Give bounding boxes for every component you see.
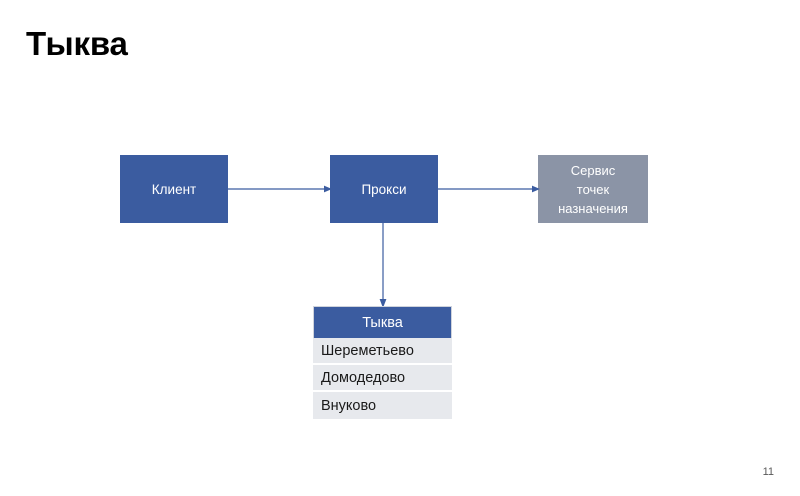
arrow-proxy-to-destination-service-icon [438,181,540,197]
diagram-node-client: Клиент [120,155,228,223]
table-row: Шереметьево [313,338,452,365]
table-row: Внуково [313,392,452,419]
page-number: 11 [762,466,774,478]
arrow-client-to-proxy-icon [228,181,332,197]
arrow-proxy-to-lookup-table-icon [375,222,391,308]
diagram-node-destination-service: Сервис точек назначения [538,155,648,223]
lookup-table: Тыква Шереметьево Домодедово Внуково [313,306,452,419]
diagram-node-proxy: Прокси [330,155,438,223]
lookup-table-header: Тыква [313,306,452,338]
page-title: Тыква [26,25,128,62]
table-row: Домодедово [313,365,452,392]
